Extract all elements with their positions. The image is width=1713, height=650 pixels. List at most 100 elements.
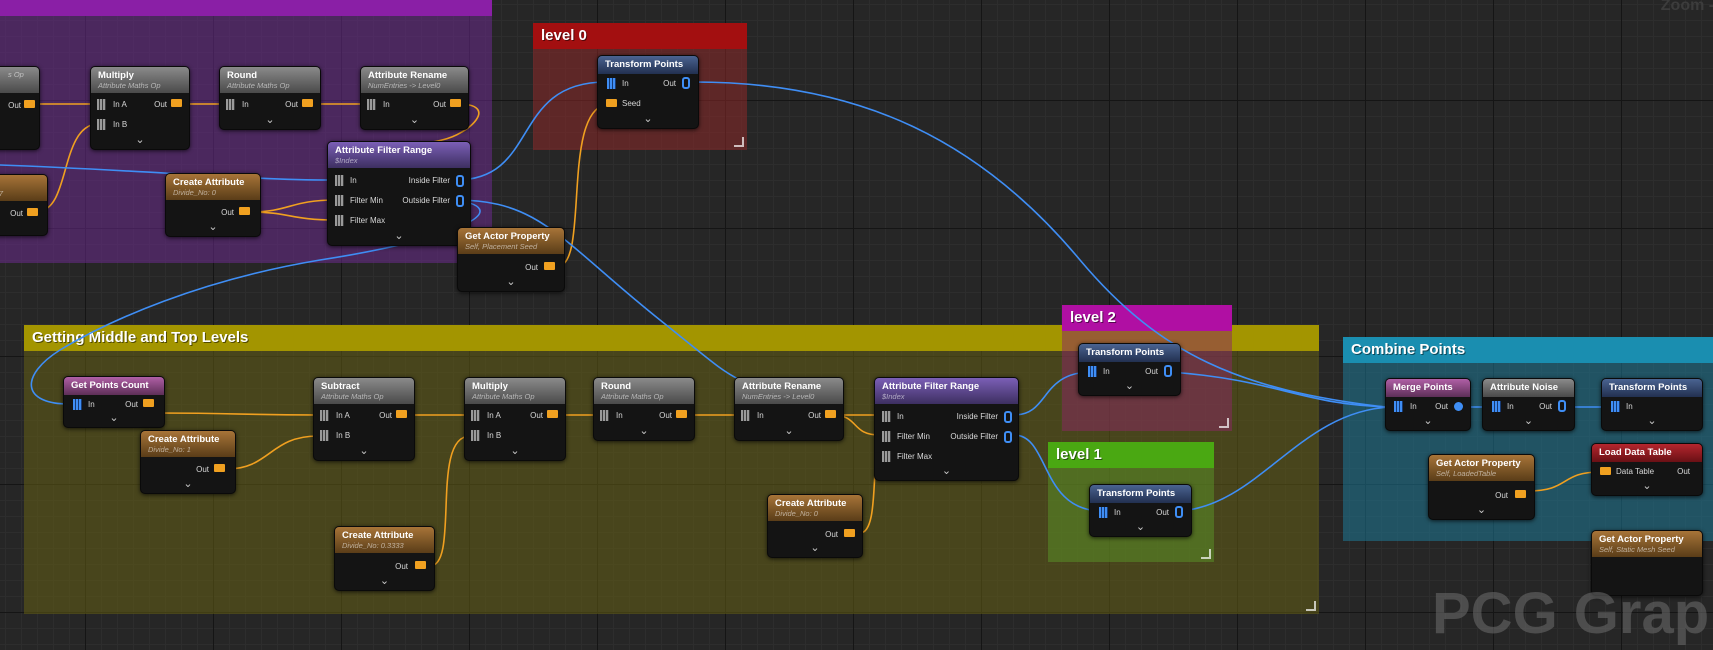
- node-attribute-maths-partial[interactable]: s Op Out: [0, 66, 40, 150]
- pin-out[interactable]: [1454, 402, 1463, 411]
- chevron-down-icon[interactable]: ⌄: [506, 276, 516, 288]
- pin-in-b[interactable]: [471, 430, 480, 441]
- pin-in[interactable]: [1088, 366, 1097, 377]
- node-transform-points-combine[interactable]: Transform Points In ⌄: [1601, 378, 1703, 431]
- pin-in[interactable]: [73, 399, 82, 410]
- chevron-down-icon[interactable]: ⌄: [941, 465, 952, 477]
- pin-in-b[interactable]: [97, 119, 106, 130]
- pin-out[interactable]: [1164, 365, 1172, 377]
- pin-out[interactable]: [544, 262, 555, 267]
- node-attribute-filter-range-2[interactable]: Attribute Filter Range$Index In Inside F…: [874, 377, 1019, 481]
- pin-in[interactable]: [1099, 507, 1108, 518]
- pin-in[interactable]: [741, 410, 750, 421]
- pin-in[interactable]: [335, 175, 344, 186]
- pin-in-b[interactable]: [320, 430, 329, 441]
- pin-out[interactable]: [27, 208, 38, 213]
- pin-in[interactable]: [1492, 401, 1501, 412]
- node-load-data-table[interactable]: Load Data Table Data Table Out ⌄: [1591, 443, 1703, 496]
- chevron-down-icon[interactable]: ⌄: [639, 425, 649, 437]
- pin-data-table[interactable]: [1600, 467, 1611, 472]
- chevron-down-icon[interactable]: ⌄: [643, 113, 653, 125]
- resize-grip-icon[interactable]: [734, 137, 744, 147]
- pin-in-a[interactable]: [320, 410, 329, 421]
- chevron-down-icon[interactable]: ⌄: [135, 134, 145, 146]
- pin-seed[interactable]: [606, 99, 617, 104]
- chevron-down-icon[interactable]: ⌄: [379, 575, 390, 587]
- chevron-down-icon[interactable]: ⌄: [359, 445, 369, 457]
- chevron-down-icon[interactable]: ⌄: [1423, 415, 1433, 427]
- pin-out[interactable]: [415, 561, 426, 566]
- pin-out[interactable]: [1558, 400, 1566, 412]
- chevron-down-icon[interactable]: ⌄: [784, 425, 794, 437]
- chevron-down-icon[interactable]: ⌄: [265, 114, 275, 126]
- pin-in[interactable]: [367, 99, 376, 110]
- pin-out[interactable]: [171, 99, 182, 104]
- resize-grip-icon[interactable]: [1219, 418, 1229, 428]
- pin-out[interactable]: [396, 410, 407, 415]
- pin-out[interactable]: [214, 464, 225, 469]
- pin-inside-filter[interactable]: [456, 175, 464, 187]
- chevron-down-icon[interactable]: ⌄: [1135, 521, 1146, 533]
- pin-out[interactable]: [676, 410, 687, 415]
- pin-filter-max[interactable]: [335, 215, 344, 226]
- pin-inside-filter[interactable]: [1004, 411, 1012, 423]
- chevron-down-icon[interactable]: ⌄: [394, 230, 404, 242]
- pin-out[interactable]: [547, 410, 558, 415]
- pin-in[interactable]: [1394, 401, 1403, 412]
- chevron-down-icon[interactable]: ⌄: [409, 114, 420, 126]
- chevron-down-icon[interactable]: ⌄: [510, 445, 520, 457]
- pin-outside-filter[interactable]: [456, 195, 464, 207]
- pin-filter-min[interactable]: [335, 195, 344, 206]
- node-transform-points-level2[interactable]: Transform Points In Out ⌄: [1078, 343, 1181, 396]
- pin-in-a[interactable]: [97, 99, 106, 110]
- pin-in[interactable]: [607, 78, 616, 89]
- pin-out[interactable]: [844, 529, 855, 534]
- pin-out[interactable]: [682, 77, 690, 89]
- resize-grip-icon[interactable]: [1306, 601, 1316, 611]
- chevron-down-icon[interactable]: ⌄: [1476, 504, 1487, 516]
- node-create-attribute-partial[interactable]: ute666667 Out: [0, 174, 48, 236]
- pin-in[interactable]: [1611, 401, 1620, 412]
- pin-out[interactable]: [1515, 490, 1526, 495]
- pin-in[interactable]: [882, 411, 891, 422]
- pin-out[interactable]: [239, 207, 250, 212]
- resize-grip-icon[interactable]: [1201, 549, 1211, 559]
- pin-filter-min[interactable]: [882, 431, 891, 442]
- pin-in[interactable]: [600, 410, 609, 421]
- pin-in-a[interactable]: [471, 410, 480, 421]
- chevron-down-icon[interactable]: ⌄: [1124, 380, 1135, 392]
- pin-out[interactable]: [302, 99, 313, 104]
- node-merge-points[interactable]: Merge Points In Out ⌄: [1385, 378, 1471, 431]
- pin-out[interactable]: [1175, 506, 1183, 518]
- pin-out[interactable]: [450, 99, 461, 104]
- chevron-down-icon[interactable]: ⌄: [1642, 480, 1652, 492]
- chevron-down-icon[interactable]: ⌄: [1647, 415, 1657, 427]
- pin-out[interactable]: [143, 399, 154, 404]
- pin-in[interactable]: [226, 99, 235, 110]
- node-transform-points-level1[interactable]: Transform Points In Out ⌄: [1089, 484, 1192, 537]
- node-transform-points-level0[interactable]: Transform Points In Out Seed ⌄: [597, 55, 699, 129]
- node-attribute-filter-range[interactable]: Attribute Filter Range$Index In Inside F…: [327, 141, 471, 246]
- node-attribute-noise[interactable]: Attribute Noise In Out ⌄: [1482, 378, 1575, 431]
- chevron-down-icon[interactable]: ⌄: [1523, 415, 1534, 427]
- pin-outside-filter[interactable]: [1004, 431, 1012, 443]
- chevron-down-icon[interactable]: ⌄: [810, 542, 820, 554]
- node-get-points-count[interactable]: Get Points Count In Out ⌄: [63, 376, 165, 428]
- chevron-down-icon[interactable]: ⌄: [183, 478, 193, 490]
- pin-out[interactable]: [24, 100, 35, 105]
- chevron-down-icon[interactable]: ⌄: [109, 412, 119, 424]
